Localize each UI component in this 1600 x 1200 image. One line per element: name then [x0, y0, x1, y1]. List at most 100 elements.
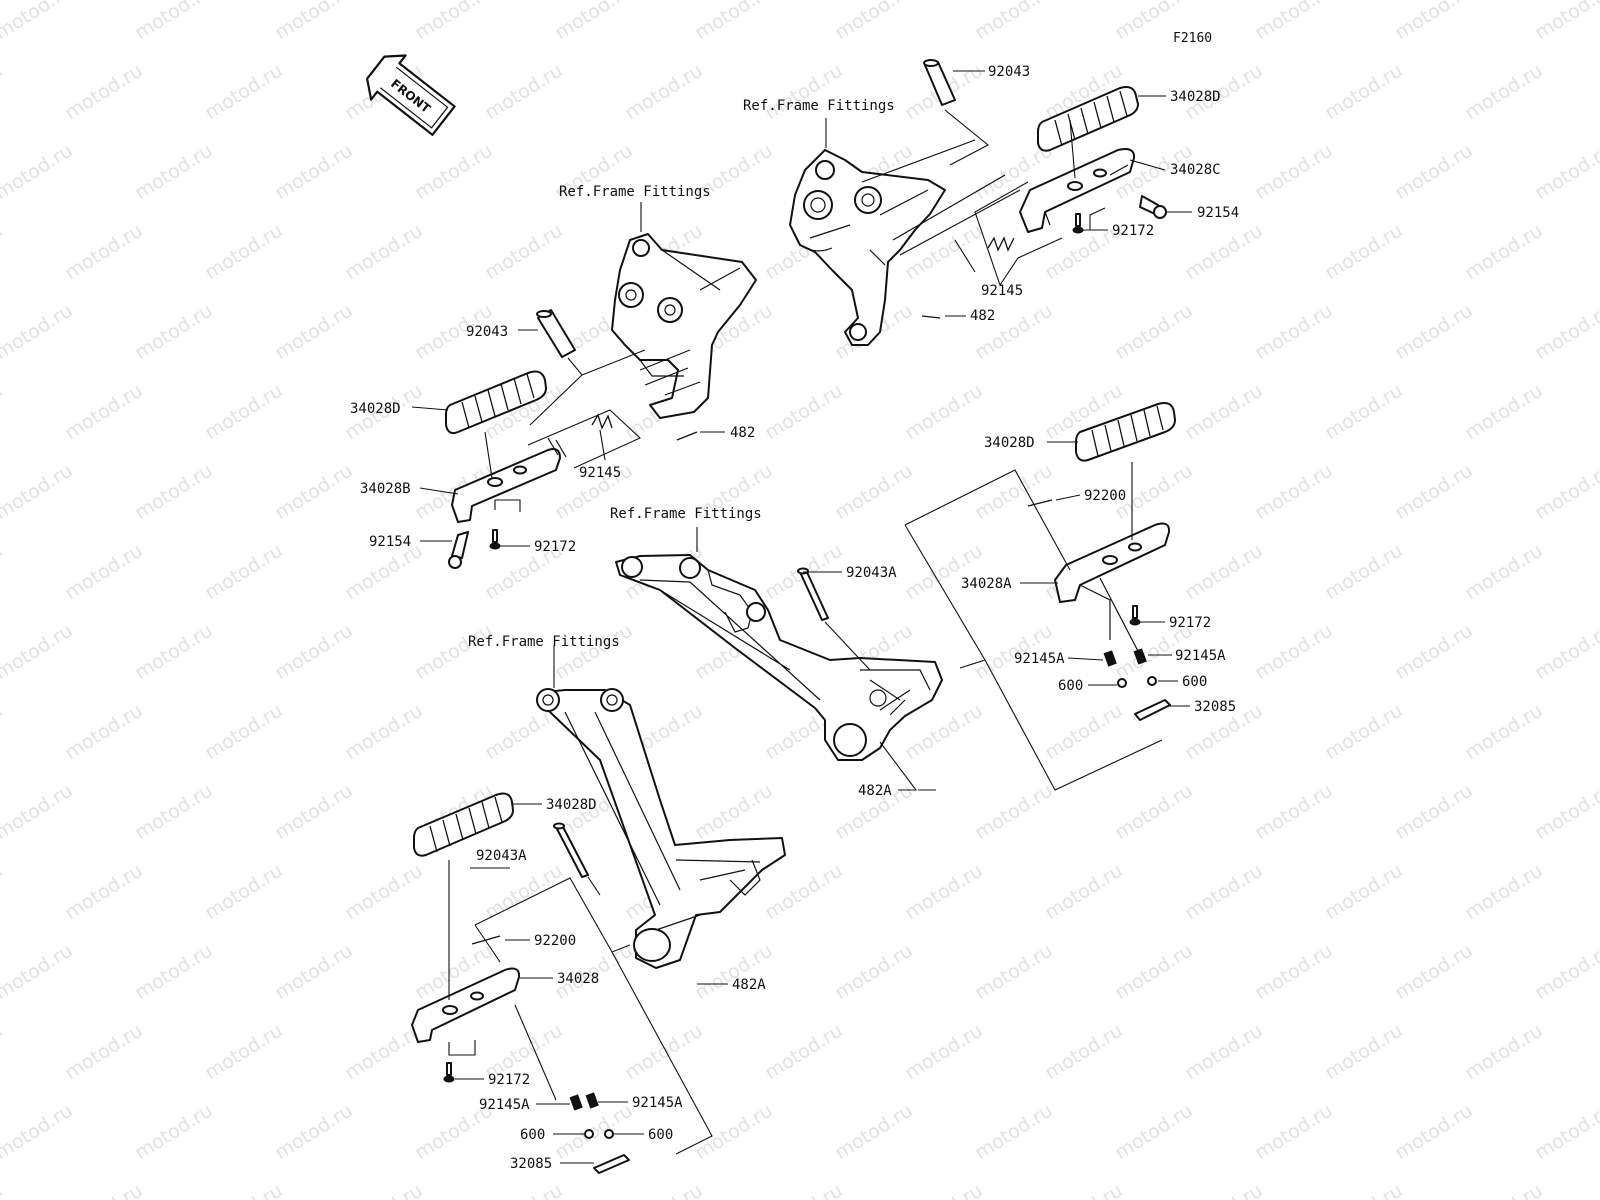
- spring-92145A-bottom-left: [569, 1094, 583, 1111]
- watermark-text: motod.ru: [901, 1179, 987, 1200]
- watermark-text: motod.ru: [1531, 1099, 1600, 1164]
- watermark-text: motod.ru: [971, 779, 1057, 844]
- watermark-text: motod.ru: [341, 859, 427, 924]
- pin-92043-top-right: [923, 59, 956, 106]
- top-left-assembly: [411, 202, 757, 569]
- watermark-text: motod.ru: [1181, 219, 1267, 284]
- callout-34028D: 34028D: [546, 797, 597, 813]
- callout-92145A: 92145A: [1175, 648, 1226, 664]
- watermark-text: motod.ru: [901, 539, 987, 604]
- plate-32085-bottom: [593, 1154, 630, 1174]
- watermark-text: motod.ru: [551, 619, 637, 684]
- footrest-bracket-bottom: [544, 689, 786, 969]
- watermark-text: motod.ru: [1251, 299, 1337, 364]
- stopper-bolt-92154-top-left: [448, 531, 469, 569]
- watermark-text: motod.ru: [1321, 219, 1407, 284]
- pin-92043A-bottom: [553, 822, 589, 878]
- watermark-text: motod.ru: [481, 219, 567, 284]
- watermark-text: motod.ru: [201, 1019, 287, 1084]
- callout-92172: 92172: [488, 1072, 530, 1088]
- part-callouts: 92043 34028D 34028C 92154 92172 92145 48…: [350, 64, 1239, 1172]
- ball-600-middle-left: [1117, 678, 1127, 688]
- footpeg-body-34028C: [1019, 148, 1136, 233]
- ball-600-middle-right: [1147, 676, 1157, 686]
- watermark-text: motod.ru: [1461, 1019, 1547, 1084]
- watermark-text: motod.ru: [0, 379, 7, 444]
- spring-92145A-middle-left: [1103, 650, 1117, 667]
- watermark-text: motod.ru: [271, 299, 357, 364]
- callout-92172: 92172: [534, 539, 576, 555]
- watermark-text: motod.ru: [0, 459, 77, 524]
- watermark-text: motod.ru: [1321, 699, 1407, 764]
- watermark-text: motod.ru: [1111, 299, 1197, 364]
- bolt-92172-middle-right: [1129, 605, 1141, 626]
- watermark-text: motod.ru: [0, 859, 7, 924]
- watermark-text: motod.ru: [201, 859, 287, 924]
- callout-92200: 92200: [1084, 488, 1126, 504]
- callout-34028C: 34028C: [1170, 162, 1221, 178]
- watermark-text: motod.ru: [0, 939, 77, 1004]
- watermark-text: motod.ru: [1531, 939, 1600, 1004]
- footrest-bracket-top-right: [789, 149, 946, 346]
- watermark-text: motod.ru: [0, 539, 7, 604]
- callout-92172: 92172: [1112, 223, 1154, 239]
- callout-34028B: 34028B: [360, 481, 411, 497]
- watermark-text: motod.ru: [411, 0, 497, 44]
- watermark-text: motod.ru: [1461, 219, 1547, 284]
- callout-92043A: 92043A: [846, 565, 897, 581]
- watermark-text: motod.ru: [0, 619, 77, 684]
- watermark-text: motod.ru: [201, 1179, 287, 1200]
- watermark-text: motod.ru: [0, 139, 77, 204]
- watermark-text: motod.ru: [691, 779, 777, 844]
- spring-92145A-middle-right: [1133, 648, 1147, 665]
- watermark-text: motod.ru: [0, 0, 77, 44]
- callout-92172: 92172: [1169, 615, 1211, 631]
- watermark-text: motod.ru: [1391, 1099, 1477, 1164]
- watermark-text: motod.ru: [761, 1019, 847, 1084]
- bolt-92172-bottom-left: [443, 1062, 455, 1083]
- watermark-text: motod.ru: [1461, 1179, 1547, 1200]
- callout-92043: 92043: [466, 324, 508, 340]
- watermark-text: motod.ru: [1321, 1019, 1407, 1084]
- watermark-text: motod.ru: [411, 619, 497, 684]
- watermark-text: motod.ru: [831, 0, 917, 44]
- ball-600-bottom-left: [584, 1129, 594, 1139]
- watermark-text: motod.ru: [1251, 459, 1337, 524]
- watermark-text: motod.ru: [481, 59, 567, 124]
- watermark-text: motod.ru: [691, 939, 777, 1004]
- watermark-text: motod.ru: [271, 619, 357, 684]
- watermark-text: motod.ru: [1251, 0, 1337, 44]
- watermark-text: motod.ru: [271, 939, 357, 1004]
- watermark-text: motod.ru: [131, 139, 217, 204]
- callout-600: 600: [1182, 674, 1207, 690]
- watermark-text: motod.ru: [621, 59, 707, 124]
- watermark-text: motod.ru: [61, 859, 147, 924]
- callout-92145: 92145: [579, 465, 621, 481]
- watermark-text: motod.ru: [1251, 939, 1337, 1004]
- plate-32085-middle: [1134, 699, 1171, 721]
- watermark-text: motod.ru: [341, 219, 427, 284]
- watermark-text: motod.ru: [1321, 59, 1407, 124]
- callout-34028A: 34028A: [961, 576, 1012, 592]
- callout-482A: 482A: [858, 783, 892, 799]
- callout-92154: 92154: [1197, 205, 1239, 221]
- callout-34028D: 34028D: [1170, 89, 1221, 105]
- spring-92145-top-left: [591, 413, 613, 430]
- callout-482: 482: [970, 308, 995, 324]
- watermark-text: motod.ru: [901, 859, 987, 924]
- watermark-text: motod.ru: [1321, 859, 1407, 924]
- watermark-text: motod.ru: [1461, 539, 1547, 604]
- callout-92145: 92145: [981, 283, 1023, 299]
- callout-482A: 482A: [732, 977, 766, 993]
- watermark-text: motod.ru: [0, 1019, 7, 1084]
- watermark-text: motod.ru: [1181, 1019, 1267, 1084]
- callout-32085: 32085: [1194, 699, 1236, 715]
- watermark-text: motod.ru: [61, 379, 147, 444]
- callout-34028: 34028: [557, 971, 599, 987]
- callout-92200: 92200: [534, 933, 576, 949]
- watermark-text: motod.ru: [831, 1099, 917, 1164]
- watermark-text: motod.ru: [1391, 779, 1477, 844]
- watermark-text: motod.ru: [131, 939, 217, 1004]
- ref-frame-fittings-top-right: Ref.Frame Fittings: [743, 98, 895, 114]
